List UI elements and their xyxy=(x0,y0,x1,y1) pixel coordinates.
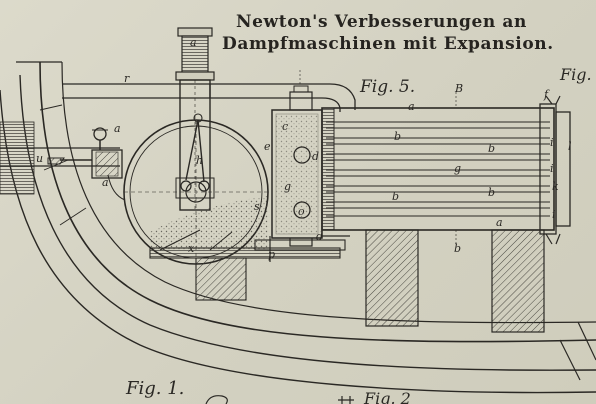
letter-o: o xyxy=(298,205,305,218)
letter-x: x xyxy=(188,242,195,255)
steam-chest xyxy=(271,70,350,247)
letter-f: f xyxy=(543,88,550,101)
letter-a-boiler: a xyxy=(408,100,415,113)
letter-b-3: b xyxy=(392,190,399,203)
letter-g-2: g xyxy=(284,180,291,193)
boiler-supports xyxy=(365,229,545,333)
figure-labels: Fig. 5. Fig. 1. Fig. 2 Fig. xyxy=(125,65,592,404)
letter-B: B xyxy=(454,82,463,95)
letter-b-2: b xyxy=(488,142,495,155)
letter-p: p xyxy=(268,248,275,261)
steam-pipe-r xyxy=(62,83,356,112)
part-letters: a r B a b b b b b g g a i i i k l f e c … xyxy=(36,36,572,261)
letter-h: h xyxy=(196,154,203,167)
water-shading xyxy=(150,196,268,250)
letter-b-1: b xyxy=(394,130,401,143)
pump-assembly xyxy=(47,127,126,201)
letter-r-pipe: r xyxy=(124,72,130,85)
figure-fragments xyxy=(205,395,354,404)
tubular-boiler xyxy=(321,92,571,245)
letter-g-1: g xyxy=(454,162,461,175)
letter-b-below: b xyxy=(454,242,461,255)
fig-5-label: Fig. 5. xyxy=(359,77,415,97)
letter-u: u xyxy=(36,152,43,165)
letter-s: s xyxy=(254,200,260,213)
engine-bed xyxy=(149,229,346,301)
fig-edge-label: Fig. xyxy=(559,65,592,84)
letter-a-vent: a xyxy=(114,122,121,135)
letter-d-2: d xyxy=(316,230,323,243)
letter-c: c xyxy=(282,120,288,133)
ship-hull xyxy=(0,61,596,394)
plate-title-line-2: Dampfmaschinen mit Expansion. xyxy=(222,34,554,54)
letter-a-left: a xyxy=(102,176,109,189)
plate-title-line-1: Newton's Verbesserungen an xyxy=(236,12,527,32)
fig-1-label: Fig. 1. xyxy=(125,378,184,399)
letter-b-4: b xyxy=(488,186,495,199)
letter-i-1: i xyxy=(550,136,554,149)
letter-e: e xyxy=(264,140,271,153)
vertical-cylinder xyxy=(175,27,215,211)
letter-a-bottom: a xyxy=(496,216,503,229)
letter-i-3: i xyxy=(552,208,556,221)
letter-a-cylinder: a xyxy=(190,36,197,49)
letter-i-2: i xyxy=(550,162,554,175)
fig-2-label: Fig. 2 xyxy=(363,389,411,404)
letter-k: k xyxy=(552,180,559,193)
letter-d-1: d xyxy=(312,150,319,163)
letter-l: l xyxy=(568,140,572,153)
